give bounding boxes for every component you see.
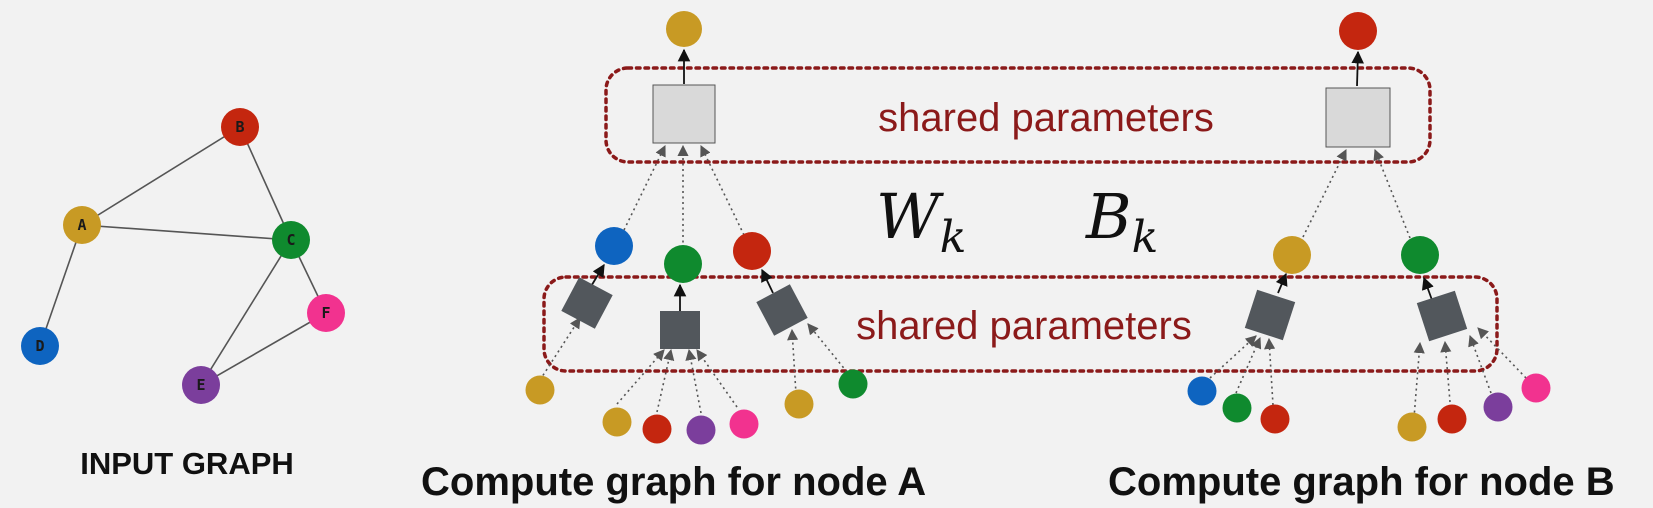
compute-a-output-node-a	[666, 11, 702, 47]
compute-a-caption: Compute graph for node A	[421, 460, 926, 504]
edge-a-c	[81, 224, 292, 241]
compute-a-square-d	[561, 277, 613, 329]
compute-b-node-c	[1401, 236, 1439, 274]
compute-b-leaf-a	[1397, 412, 1427, 442]
compute-a-solid-arrows	[589, 48, 774, 312]
compute-graph-a: Compute graph for node A	[421, 11, 926, 504]
edge-c-e	[200, 239, 292, 386]
compute-a-leaf-c	[838, 369, 868, 399]
weight-symbol: Wk	[876, 180, 966, 263]
compute-b-square-a	[1244, 289, 1296, 341]
compute-a-top-square	[652, 84, 716, 144]
input-node-e: E	[182, 366, 220, 404]
shared-params-bottom-box	[542, 275, 1499, 373]
compute-b-leaf-edges	[1209, 148, 1527, 419]
input-node-c-label: C	[286, 231, 295, 249]
input-node-d: D	[21, 327, 59, 365]
compute-graph-b: Compute graph for node B	[1108, 12, 1615, 504]
compute-a-node-d	[595, 227, 633, 265]
input-node-b: B	[221, 108, 259, 146]
shared-params-bottom-label: shared parameters	[856, 304, 1192, 348]
compute-b-leaf-b2	[1437, 404, 1467, 434]
compute-b-leaf-b1	[1260, 404, 1290, 434]
compute-a-leaf-edges	[539, 144, 848, 414]
compute-a-node-c	[664, 245, 702, 283]
shared-params-top-box	[604, 66, 1432, 164]
compute-b-leaf-f	[1521, 373, 1551, 403]
compute-a-leaf-e	[686, 415, 716, 445]
compute-b-node-a	[1273, 236, 1311, 274]
input-graph: B A C D E F INPUT GRAPH	[21, 108, 345, 481]
compute-a-node-b	[733, 232, 771, 270]
compute-b-leaf-d	[1187, 376, 1217, 406]
compute-a-square-b	[756, 284, 808, 336]
compute-a-leaf-a1	[525, 375, 555, 405]
input-node-e-label: E	[196, 376, 205, 394]
edge-e-f	[200, 312, 327, 386]
compute-a-leaf-a2	[602, 407, 632, 437]
compute-a-leaf-b	[642, 414, 672, 444]
compute-b-solid-arrows	[1275, 50, 1434, 301]
input-graph-caption: INPUT GRAPH	[80, 446, 294, 481]
shared-params-top-label: shared parameters	[878, 96, 1214, 140]
edge-a-d	[39, 224, 83, 347]
edge-b-c	[239, 126, 292, 241]
compute-a-square-c	[660, 311, 700, 349]
input-node-a-label: A	[77, 216, 86, 234]
input-node-d-label: D	[35, 337, 44, 355]
compute-b-square-c	[1416, 290, 1468, 342]
compute-b-leaf-e	[1483, 392, 1513, 422]
compute-b-top-square	[1325, 87, 1391, 148]
input-node-a: A	[63, 206, 101, 244]
input-node-f: F	[307, 294, 345, 332]
edge-a-b	[81, 126, 241, 226]
compute-b-output-node-b	[1339, 12, 1377, 50]
input-node-c: C	[272, 221, 310, 259]
compute-a-leaf-f	[729, 409, 759, 439]
bias-symbol: Bk	[1085, 180, 1158, 263]
input-node-f-label: F	[321, 304, 330, 322]
input-node-b-label: B	[235, 118, 244, 136]
compute-b-caption: Compute graph for node B	[1108, 460, 1615, 504]
compute-b-leaf-c	[1222, 393, 1252, 423]
compute-a-leaf-a3	[784, 389, 814, 419]
